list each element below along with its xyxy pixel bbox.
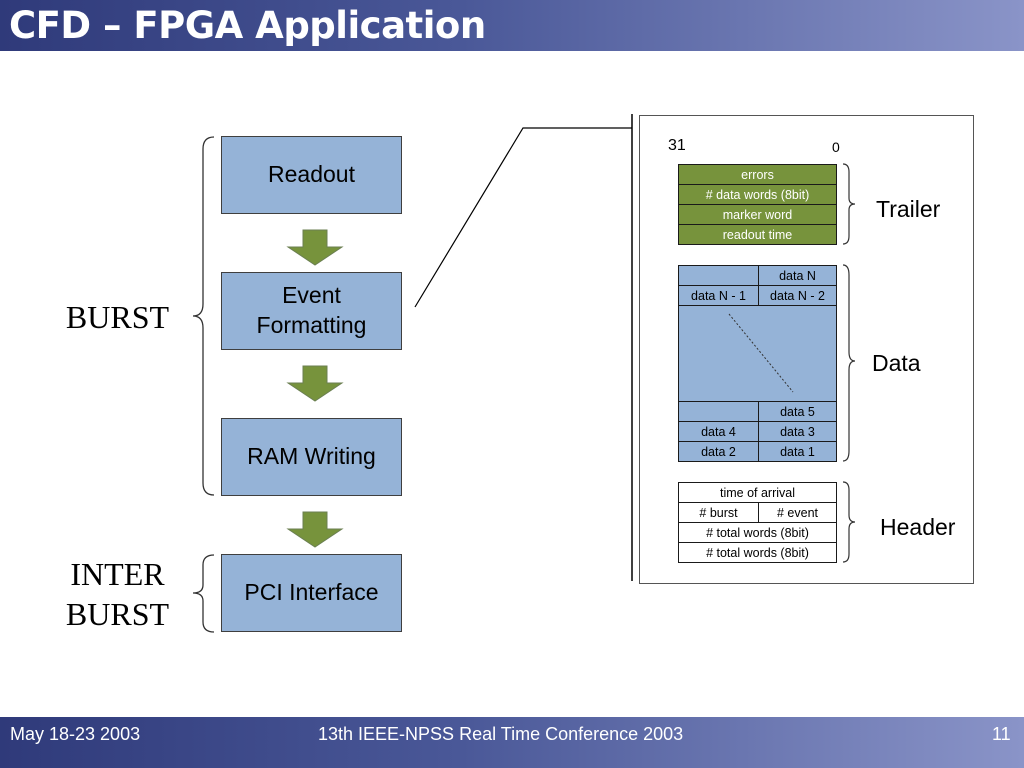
inter-burst-brace	[192, 554, 215, 633]
down-arrow-3	[286, 511, 344, 548]
down-arrow-1	[286, 229, 344, 266]
header-brace	[842, 481, 856, 563]
inter-burst-label: INTER BURST	[55, 554, 180, 634]
burst-brace	[192, 136, 215, 496]
trailer-label: Trailer	[876, 196, 941, 222]
header-label: Header	[880, 514, 956, 540]
trailer-row-readout-time: readout time	[678, 224, 837, 245]
stage-readout: Readout	[221, 136, 402, 214]
header-cell-burst: # burst	[678, 502, 759, 523]
stage-event-formatting: Event Formatting	[221, 272, 402, 350]
trailer-row-marker-word: marker word	[678, 204, 837, 225]
stage-event-formatting-label: Event Formatting	[256, 282, 367, 338]
data-cell: data N - 2	[758, 285, 837, 306]
data-cell: data 2	[678, 441, 759, 462]
down-arrow-2	[286, 365, 344, 402]
footer-bar	[0, 717, 1024, 768]
inter-burst-text: INTER BURST	[65, 556, 170, 632]
header-row-time-of-arrival: time of arrival	[678, 482, 837, 503]
zoom-connector	[414, 127, 632, 308]
slide-title: CFD – FPGA Application	[9, 4, 486, 47]
footer-date: May 18-23 2003	[10, 724, 141, 744]
header-row-total-words: # total words (8bit)	[678, 542, 837, 563]
trailer-brace	[842, 163, 856, 245]
data-gap-region	[678, 305, 837, 402]
footer-conference: 13th IEEE-NPSS Real Time Conference 2003	[318, 724, 684, 744]
data-cell: data 5	[758, 401, 837, 422]
title-bar	[0, 0, 1024, 51]
data-brace	[842, 264, 856, 462]
bit-0-label: 0	[832, 139, 840, 155]
stage-ram-writing: RAM Writing	[221, 418, 402, 496]
burst-label: BURST	[65, 299, 170, 335]
bit-31-label: 31	[668, 137, 686, 154]
footer-page-number: 11	[992, 724, 1011, 744]
data-label: Data	[872, 350, 921, 376]
stage-pci-interface: PCI Interface	[221, 554, 402, 632]
data-cell: data 1	[758, 441, 837, 462]
